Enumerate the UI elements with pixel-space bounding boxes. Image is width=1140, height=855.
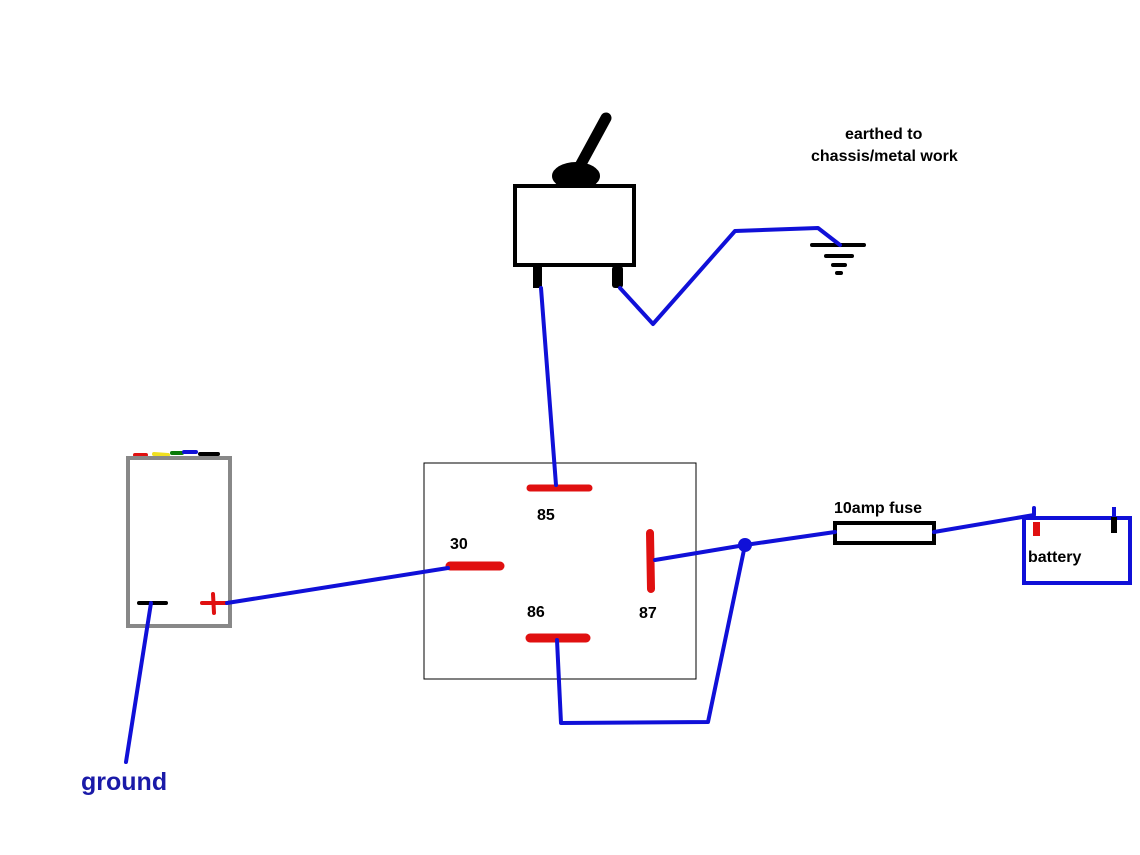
earth-note-line2: chassis/metal work [811, 148, 958, 165]
relay-pin-87 [646, 529, 655, 593]
fuse-label: 10amp fuse [834, 500, 922, 517]
switch-right-terminal [612, 266, 623, 288]
relay-pin-87-label: 87 [639, 605, 657, 622]
battery-body [1022, 516, 1132, 585]
junction-dot [738, 538, 752, 552]
wire-device-to-30 [225, 566, 450, 605]
battery-minus-terminal [1111, 517, 1117, 533]
ground-label: ground [81, 768, 167, 796]
wire-fuse-to-battery [932, 506, 1036, 534]
relay-body [423, 462, 697, 680]
wire-switch-to-chassis [618, 226, 842, 326]
chassis-ground-icon [810, 243, 866, 275]
toggle-switch [513, 112, 636, 288]
wire-86-to-junction [555, 543, 747, 725]
switch-knob [552, 162, 600, 190]
device-lead-yellow [152, 452, 170, 457]
switch-left-terminal [533, 266, 542, 288]
battery: battery [1022, 507, 1132, 585]
battery-plus-terminal [1033, 522, 1040, 536]
wire-device-to-ground [124, 601, 153, 764]
relay-pin-85-label: 85 [537, 507, 555, 524]
wires [124, 226, 1036, 764]
relay-pin-30-label: 30 [450, 536, 468, 553]
relay: 85 30 86 87 [423, 462, 697, 680]
device [126, 450, 232, 628]
earth-note-line1: earthed to [845, 126, 923, 143]
wire-switch-to-85 [539, 286, 558, 487]
relay-pin-86-label: 86 [527, 604, 545, 621]
switch-body [513, 184, 636, 267]
battery-label: battery [1028, 549, 1081, 566]
fuse [833, 521, 936, 545]
